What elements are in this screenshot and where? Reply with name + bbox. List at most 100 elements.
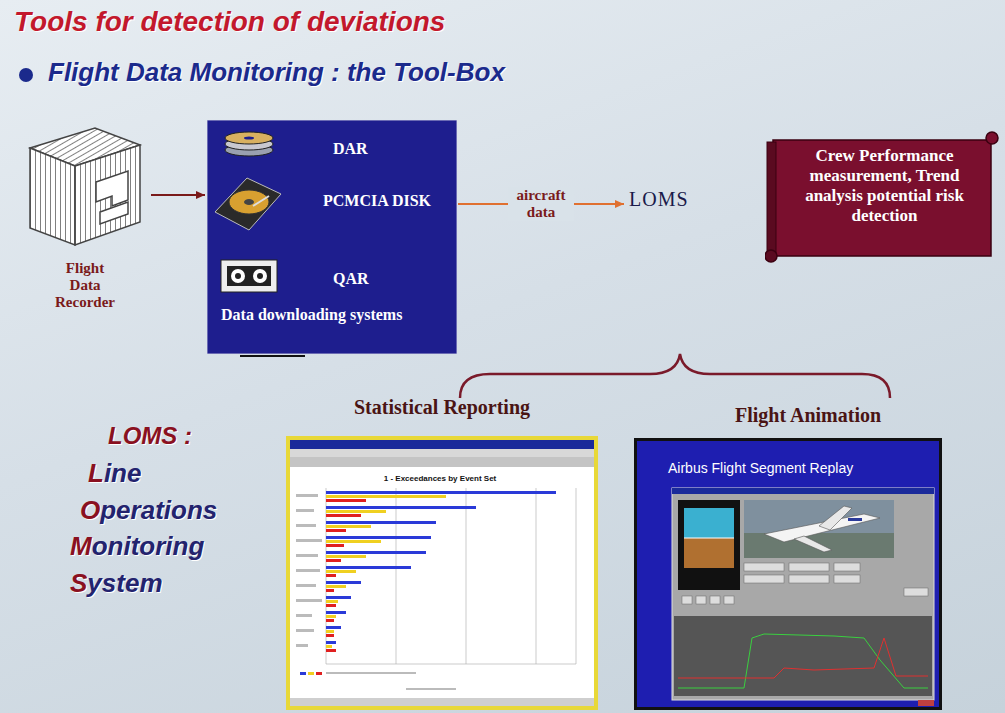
panel-heading-holder: Flight Animation <box>654 404 962 427</box>
drawing-rect <box>744 575 784 583</box>
device-label: DAR <box>333 140 368 158</box>
drawing-line <box>576 488 577 664</box>
drawing-polygon <box>819 506 852 530</box>
scroll-text-holder: Crew Performance measurement, Trend anal… <box>781 146 988 226</box>
panel-heading: Flight Animation <box>654 404 962 427</box>
device-label-holder: QAR <box>333 270 369 288</box>
drawing-rect <box>221 260 277 292</box>
disk-icon <box>215 178 281 230</box>
drawing-rect <box>326 645 332 648</box>
edge-label: aircraft data <box>508 187 574 221</box>
drawing-rect <box>290 440 594 449</box>
drawing-rect <box>834 575 860 583</box>
drawing-rect <box>326 596 351 599</box>
drawing-rect <box>672 488 934 494</box>
drawing-rect <box>286 436 598 710</box>
drawing-rect <box>326 570 356 573</box>
scroll-text: Crew Performance measurement, Trend anal… <box>781 146 988 226</box>
drawing-rect <box>326 615 336 618</box>
device-label-holder: PCMCIA DISK <box>323 192 431 210</box>
drawing-rect <box>326 521 436 524</box>
drawing-path <box>773 140 991 256</box>
drawing-rect <box>744 563 784 571</box>
drawing-polygon <box>96 171 128 206</box>
drawing-g <box>326 491 556 644</box>
drawing-ellipse <box>244 199 254 205</box>
drawing-rect <box>767 142 776 256</box>
drawing-rect <box>724 596 734 604</box>
drawing-rect <box>296 494 318 497</box>
slide-title: Tools for detection of deviations <box>14 6 445 38</box>
drawing-rect <box>326 544 344 547</box>
drawing-line <box>396 488 397 664</box>
slide-title-holder: Tools for detection of deviations <box>14 6 445 38</box>
brace <box>460 354 890 398</box>
drawing-rect <box>684 508 734 538</box>
acronym-word: Monitoring <box>70 531 204 562</box>
drawing-rect <box>406 688 456 690</box>
drawing-rect <box>326 581 361 584</box>
drawing-rect <box>789 575 829 583</box>
box-caption-holder: Data downloading systems <box>221 306 447 324</box>
drawing-rect <box>326 611 346 614</box>
acronym-label: LOMS : <box>108 422 192 450</box>
drawing-rect <box>789 563 829 571</box>
recorder-label-holder: Flight Data Recorder <box>50 260 120 311</box>
drawing-rect <box>316 672 322 675</box>
drawing-rect <box>682 596 692 604</box>
acronym-word-holder: Operations <box>80 495 217 526</box>
recorder-drawing <box>30 128 140 245</box>
recorder-label: Flight Data Recorder <box>50 260 120 311</box>
screen-title-holder: Airbus Flight Segment Replay <box>668 460 853 476</box>
drawing-rect <box>326 589 334 592</box>
drawing-rect <box>678 500 740 590</box>
drawing-rect <box>296 584 316 587</box>
drawing-rect <box>296 554 318 557</box>
drawing-rect <box>308 672 314 675</box>
drawing-polygon <box>215 178 281 230</box>
drawing-rect <box>326 649 336 652</box>
drawing-rect <box>207 120 457 354</box>
drawing-rect <box>296 524 316 527</box>
drawing-rect <box>326 525 371 528</box>
bullet-dot <box>19 68 33 82</box>
animation-panel: Flight AnimationAirbus Flight Segment Re… <box>634 404 942 710</box>
drawing-rect <box>326 559 341 562</box>
animation-screenshot <box>634 438 942 710</box>
panel-heading-holder: Statistical Reporting <box>286 396 598 419</box>
drawing-rect <box>326 555 366 558</box>
drawing-g <box>326 499 366 652</box>
drawing-rect <box>672 488 934 700</box>
cd-icon <box>225 132 273 156</box>
drawing-polygon <box>100 202 128 224</box>
drawing-rect <box>637 441 939 707</box>
drawing-polygon <box>30 148 75 245</box>
drawing-rect <box>326 585 346 588</box>
drawing-rect <box>296 614 312 617</box>
drawing-polyline <box>678 638 928 678</box>
drawing-circle <box>986 132 998 144</box>
drawing-rect <box>296 539 322 542</box>
drawing-polyline <box>678 634 928 688</box>
drawing-circle <box>257 273 263 279</box>
drawing-circle <box>253 269 267 283</box>
drawing-rect <box>326 672 416 674</box>
underline <box>240 355 305 357</box>
loms-node: LOMS <box>626 186 692 213</box>
drawing-circle <box>765 250 777 262</box>
drawing-rect <box>227 266 271 286</box>
drawing-rect <box>326 491 556 494</box>
drawing-rect <box>744 500 894 558</box>
chart-title: 1 - Exceedances by Event Set <box>360 474 520 483</box>
drawing-rect <box>326 634 334 637</box>
drawing-rect <box>326 641 336 644</box>
flow-arrow <box>151 194 205 196</box>
drawing-rect <box>634 438 942 710</box>
scroll-box: Crew Performance measurement, Trend anal… <box>765 128 1000 264</box>
drawing-rect <box>326 619 334 622</box>
drawing-rect <box>296 509 314 512</box>
drawing-rect <box>696 596 706 604</box>
drawing-rect <box>326 551 426 554</box>
drawing-g <box>326 495 446 648</box>
